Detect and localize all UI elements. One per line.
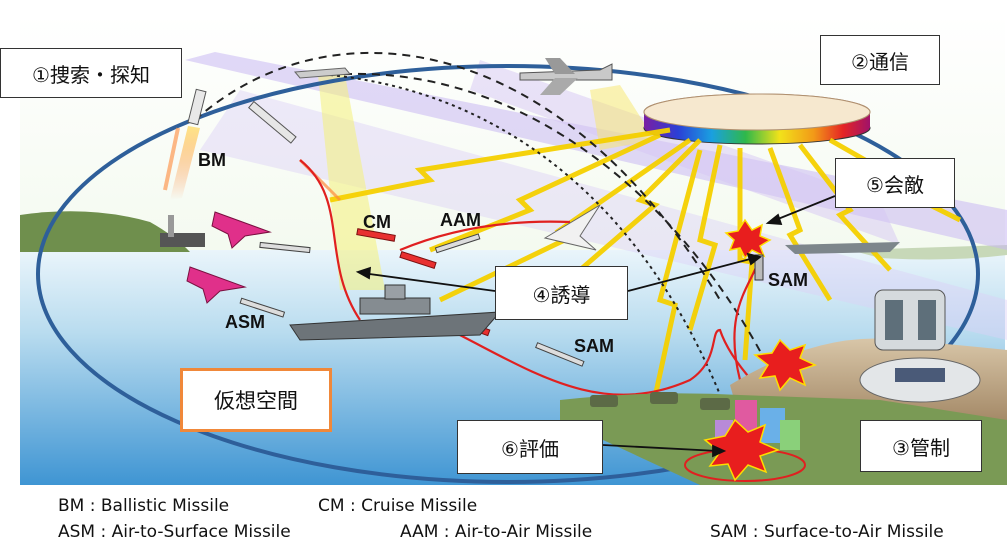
label-assess: ⑥評価 [457,420,603,474]
tag-sam-engage: SAM [768,270,808,290]
right-coast [850,245,1007,260]
fighter-jets [186,211,272,304]
label-control: ③管制 [860,420,982,472]
tag-asm: ASM [225,312,265,332]
tag-bm: BM [198,150,226,170]
destroyer-ship [289,284,502,341]
tag-aam: AAM [440,210,481,230]
red-tracks [299,159,771,401]
aam-missile [434,233,481,254]
label-comm: ②通信 [820,35,940,85]
tag-sam-ship: SAM [574,336,614,356]
legend-asm: ASM : Air-to-Surface Missile [58,522,291,542]
radar-station [874,289,946,351]
asm-missiles [239,241,311,318]
guidance-arrows [355,195,836,458]
control-console [895,368,945,382]
comm-satellite-disk [643,93,871,145]
legend-sam: SAM : Surface-to-Air Missile [710,522,944,542]
legend-aam: AAM : Air-to-Air Missile [400,522,593,542]
tag-cm: CM [363,212,391,232]
label-search: ①捜索・探知 [0,48,182,98]
legend-cm: CM : Cruise Missile [318,496,478,516]
ground-vehicles [590,392,730,410]
distant-ship [785,242,900,254]
violet-beam-2 [200,90,1007,340]
patrol-aircraft [519,58,613,95]
label-guidance: ④誘導 [495,266,628,320]
label-virtual-space: 仮想空間 [180,368,332,432]
sam-missile [535,342,585,367]
drone-aircraft [293,67,352,79]
label-engage: ⑤会敵 [835,158,955,208]
explosions [703,218,818,482]
legend-bm: BM : Ballistic Missile [58,496,230,516]
missile-launcher [160,215,205,247]
stealth-jet [543,204,601,251]
ballistic-missile [163,88,207,200]
left-island [20,211,190,252]
virtual-space-ellipse [36,64,980,484]
sam-launcher [754,254,764,281]
